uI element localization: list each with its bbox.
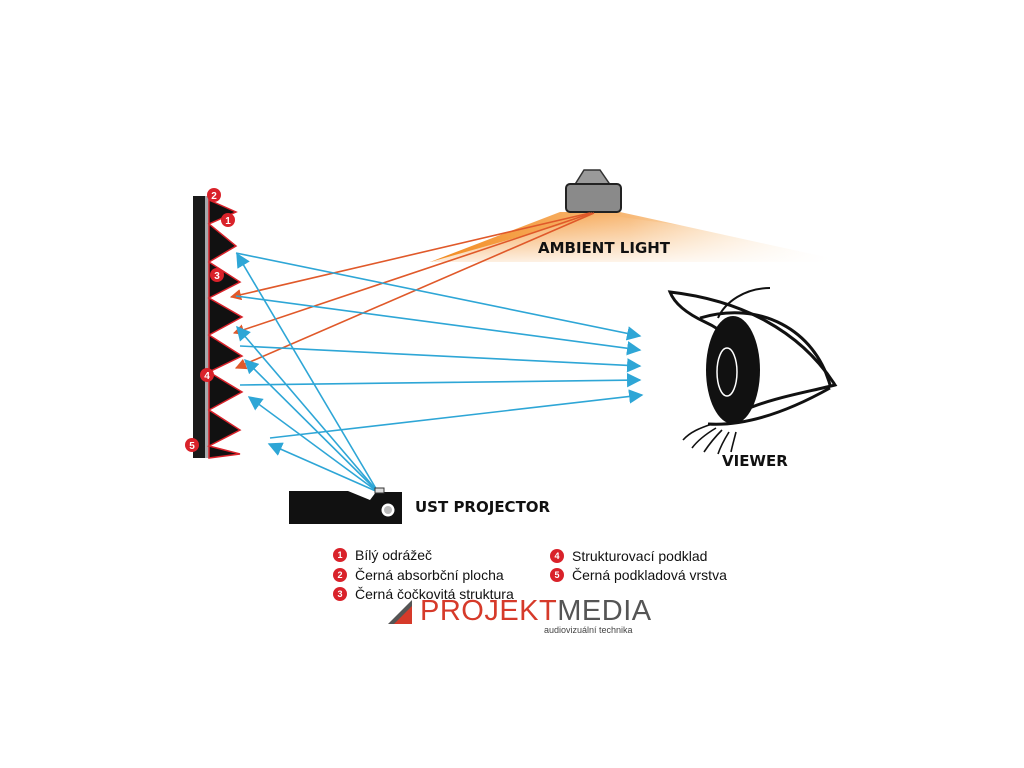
legend-item-4: 4 Strukturovací podklad	[550, 548, 707, 564]
reflected-ray	[239, 372, 642, 388]
projector-ray	[243, 358, 379, 493]
svg-text:1: 1	[225, 216, 231, 227]
legend-badge: 5	[550, 568, 564, 582]
reflected-rays	[235, 252, 644, 439]
reflected-ray	[269, 389, 644, 439]
legend-text: Černá absorbční plocha	[355, 567, 504, 583]
ambient-ray	[232, 212, 593, 336]
reflected-ray	[235, 295, 642, 356]
viewer-eye-icon	[667, 287, 838, 455]
projector-ray	[236, 252, 379, 493]
legend-item-1: 1 Bílý odrážeč	[333, 547, 432, 563]
legend-item-5: 5 Černá podkladová vrstva	[550, 567, 727, 583]
legend-item-3: 3 Černá čočkovitá struktura	[333, 586, 514, 602]
screen-marker-3: 3	[210, 268, 224, 282]
reflected-ray	[235, 252, 642, 341]
svg-text:2: 2	[211, 191, 217, 202]
legend-badge: 1	[333, 548, 347, 562]
screen-marker-4: 4	[200, 368, 214, 382]
projector-ray	[267, 442, 379, 493]
brand-wordmark: PROJEKTMEDIA	[420, 596, 652, 626]
ambient-light-rays	[229, 212, 595, 370]
legend-text: Strukturovací podklad	[572, 548, 708, 564]
screen-marker-2: 2	[207, 188, 221, 202]
ambient-ray	[229, 212, 591, 301]
screen-marker-1: 1	[221, 213, 235, 227]
eyelash-icon	[682, 423, 737, 455]
logo-mark-icon	[388, 600, 412, 624]
ceiling-lamp-icon	[565, 169, 622, 213]
svg-text:5: 5	[189, 441, 195, 452]
legend-badge: 3	[333, 587, 347, 601]
projector-ray	[236, 325, 379, 493]
ambient-light-glow	[430, 212, 830, 262]
ust-projector-label: UST PROJECTOR	[415, 498, 551, 516]
legend-badge: 4	[550, 549, 564, 563]
projector-rays-incident	[236, 252, 379, 493]
ambient-light-label: AMBIENT LIGHT	[538, 239, 671, 257]
legend-badge: 2	[333, 568, 347, 582]
svg-text:4: 4	[204, 371, 210, 382]
brand-tagline: audiovizuální technika	[544, 625, 633, 635]
reflected-ray	[239, 345, 642, 373]
brand-word-projekt: PROJEKT	[420, 595, 558, 627]
ust-projector-icon	[289, 487, 402, 524]
viewer-label: VIEWER	[722, 452, 788, 470]
screen-cross-section	[193, 196, 244, 459]
legend-text: Černá čočkovitá struktura	[355, 586, 514, 602]
legend-text: Černá podkladová vrstva	[572, 567, 727, 583]
legend-text: Bílý odrážeč	[355, 547, 433, 563]
legend-item-2: 2 Černá absorbční plocha	[333, 567, 504, 583]
screen-marker-5: 5	[185, 438, 199, 452]
brand-word-media: MEDIA	[557, 595, 652, 627]
projector-ray	[247, 396, 379, 493]
svg-text:3: 3	[214, 271, 220, 282]
